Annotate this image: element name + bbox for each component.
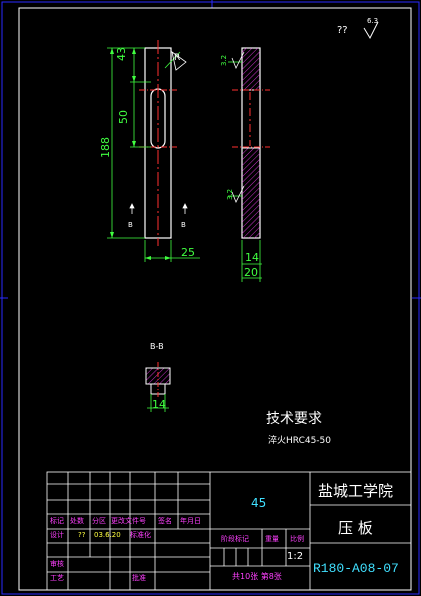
stage-label: 阶段标记 [221,535,249,543]
top-right-roughness-value: 6.3 [367,17,379,25]
dim-50: 50 [117,110,130,124]
sheets-text: 共10张 第8张 [232,572,282,581]
process-label: 工艺 [50,574,64,582]
header-zone: 分区 [92,517,106,525]
weight-label: 重量 [265,535,279,543]
header-count: 处数 [70,517,84,525]
title-block-grid [46,471,412,591]
dim-188: 188 [99,137,112,158]
dim-43: 43 [115,47,128,61]
dim-14-side: 14 [245,251,259,264]
side-view [228,47,270,282]
roughness-bottom-value: 3.2 [226,188,234,200]
approve-label: 批准 [132,574,146,582]
inner-frame [18,7,412,591]
section-bb [145,362,171,412]
school-name: 盐城工学院 [318,482,394,500]
drawing-number: R180-A08-07 [313,561,399,576]
general-roughness-symbol [363,21,379,40]
tech-req-text: 淬火HRC45-50 [268,436,332,446]
section-label-right: B [181,221,186,229]
header-date: 年月日 [180,517,201,525]
material: 45 [251,496,267,510]
front-view [107,40,200,262]
dim-14-section: 14 [152,398,166,411]
radius-mark: R [174,53,181,63]
design-label: 设计 [50,531,64,539]
top-right-mark: ?? [337,25,348,36]
review-label: 审核 [50,560,64,568]
header-change-doc: 更改文件号 [111,517,146,525]
dim-25: 25 [181,246,195,259]
tech-req-title: 技术要求 [266,411,322,427]
scale: 1:2 [287,551,304,562]
part-name: 压 板 [338,519,373,537]
roughness-top-value: 3.2 [220,54,228,66]
section-title: B-B [150,342,164,351]
scale-label: 比例 [290,535,304,543]
std-label: 标准化 [130,531,151,539]
design-date: 03.6.20 [94,531,121,539]
header-sign: 签名 [158,517,172,525]
header-mark: 标记 [50,517,64,525]
design-name: ?? [78,531,86,539]
section-label-left: B [128,221,133,229]
dim-20: 20 [244,266,258,279]
